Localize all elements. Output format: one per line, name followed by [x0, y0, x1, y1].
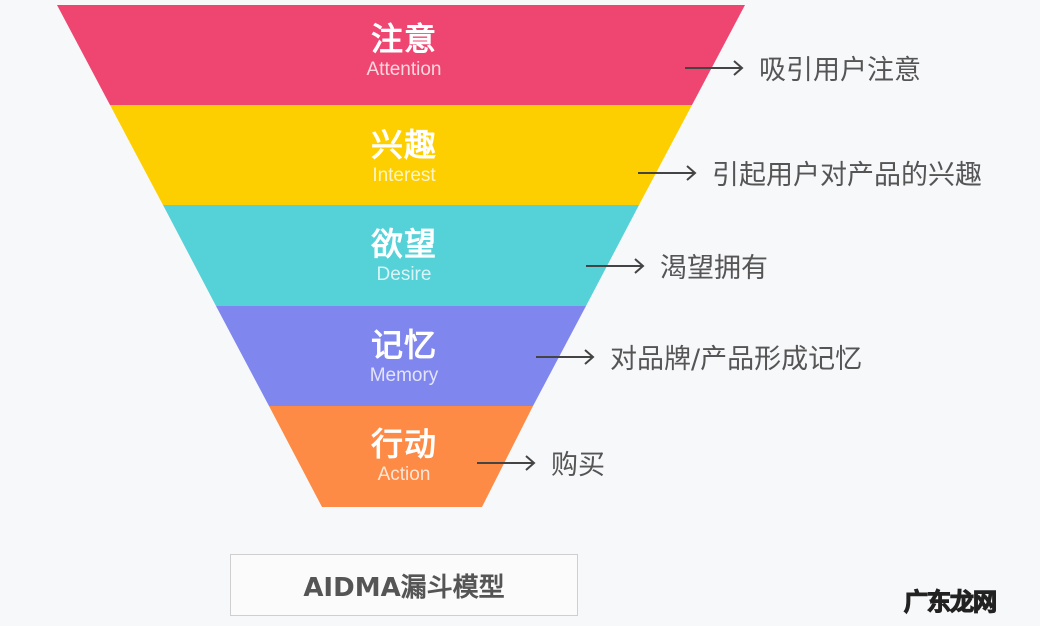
diagram-caption: AIDMA漏斗模型	[230, 554, 578, 616]
desc-text: 购买	[551, 450, 605, 481]
funnel-layer-desire	[163, 205, 639, 306]
right-arrow-icon	[536, 348, 595, 365]
right-arrow-icon	[685, 59, 744, 76]
desc-interest: 引起用户对产品的兴趣	[638, 153, 982, 192]
watermark: 广东龙网	[903, 587, 997, 616]
desc-text: 引起用户对产品的兴趣	[712, 160, 982, 191]
layer-title-cn: 注意	[370, 20, 437, 58]
funnel-layer-memory	[216, 306, 586, 406]
layer-title-en: Attention	[366, 59, 442, 80]
right-arrow-icon	[477, 454, 536, 471]
layer-title-en: Action	[377, 464, 431, 485]
desc-desire: 渴望拥有	[586, 246, 768, 285]
layer-label-desire: 欲望 Desire	[304, 225, 504, 287]
caption-text: AIDMA漏斗模型	[303, 572, 505, 603]
funnel-layer-interest	[110, 105, 692, 205]
right-arrow-icon	[586, 257, 645, 274]
layer-title-en: Interest	[372, 165, 436, 186]
desc-text: 吸引用户注意	[759, 55, 921, 86]
desc-text: 对品牌/产品形成记忆	[610, 344, 863, 375]
layer-title-en: Desire	[376, 264, 432, 285]
funnel-layer-attention	[57, 5, 745, 105]
layer-title-cn: 兴趣	[370, 126, 437, 164]
layer-title-en: Memory	[369, 365, 439, 386]
right-arrow-icon	[638, 164, 697, 181]
layer-label-action: 行动 Action	[304, 425, 504, 487]
desc-action: 购买	[477, 443, 605, 482]
funnel-layer-action	[269, 406, 533, 507]
layer-title-cn: 欲望	[370, 225, 437, 263]
desc-text: 渴望拥有	[660, 253, 768, 284]
layer-title-cn: 记忆	[370, 326, 437, 364]
layer-label-attention: 注意 Attention	[304, 20, 504, 82]
layer-title-cn: 行动	[370, 425, 437, 463]
layer-label-memory: 记忆 Memory	[304, 326, 504, 388]
layer-label-interest: 兴趣 Interest	[304, 126, 504, 188]
desc-attention: 吸引用户注意	[685, 48, 921, 87]
desc-memory: 对品牌/产品形成记忆	[536, 337, 862, 376]
